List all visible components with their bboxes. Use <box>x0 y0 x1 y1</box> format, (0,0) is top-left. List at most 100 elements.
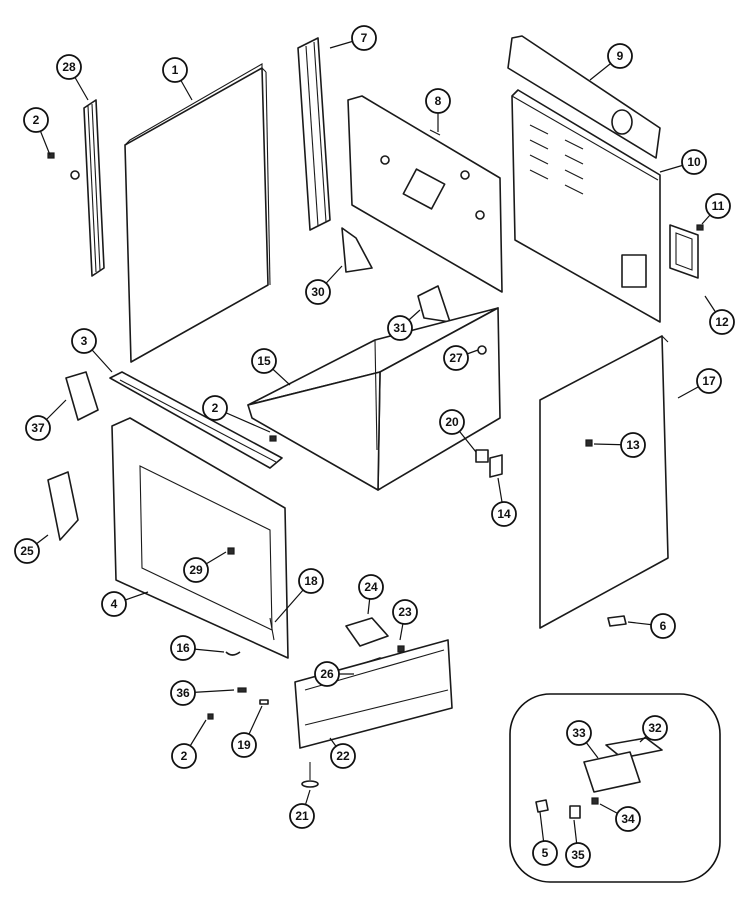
callout-label: 34 <box>621 812 635 826</box>
callout-label: 6 <box>660 619 667 633</box>
callout-23: 23 <box>392 599 418 625</box>
callout-circle <box>351 25 377 51</box>
callout-32: 32 <box>642 715 668 741</box>
callout-label: 10 <box>687 155 701 169</box>
inset-frame <box>509 693 721 883</box>
callout-circle <box>71 328 97 354</box>
part-bracket-14 <box>489 454 503 478</box>
callout-6: 6 <box>650 613 676 639</box>
part-screw <box>696 224 704 231</box>
callout-label: 24 <box>364 580 378 594</box>
part-bracket-30 <box>341 227 373 273</box>
part-screw <box>227 547 235 555</box>
callout-label: 37 <box>31 421 45 435</box>
part-screw <box>207 713 214 720</box>
callout-4: 4 <box>101 591 127 617</box>
callout-circle <box>709 309 735 335</box>
callout-37: 37 <box>25 415 51 441</box>
part-screw <box>397 645 405 653</box>
part-screw <box>585 439 593 447</box>
callout-24: 24 <box>358 574 384 600</box>
callout-circle <box>305 279 331 305</box>
part-square-plate <box>669 224 699 279</box>
callout-label: 5 <box>542 846 549 860</box>
part-screw <box>269 435 277 442</box>
part-pin-18 <box>269 617 275 641</box>
callout-label: 7 <box>361 31 368 45</box>
part-block-33 <box>583 751 641 793</box>
callout-circle <box>101 591 127 617</box>
part-side-panel-right <box>539 335 669 629</box>
part-oven-box <box>247 307 501 491</box>
callout-34: 34 <box>615 806 641 832</box>
callout-label: 20 <box>445 415 459 429</box>
callout-1: 1 <box>162 57 188 83</box>
callout-circle <box>23 107 49 133</box>
callout-circle <box>443 345 469 371</box>
callout-label: 27 <box>449 351 463 365</box>
part-clip-35 <box>569 805 581 819</box>
callout-circle <box>202 395 228 421</box>
callout-circle <box>681 149 707 175</box>
callout-label: 14 <box>497 507 511 521</box>
part-rear-panel <box>347 95 503 293</box>
callout-16: 16 <box>170 635 196 661</box>
callout-label: 12 <box>715 315 729 329</box>
callout-label: 28 <box>62 60 76 74</box>
callout-label: 2 <box>212 401 219 415</box>
part-trim-strip <box>83 99 105 277</box>
callout-26: 26 <box>314 661 340 687</box>
callout-27: 27 <box>443 345 469 371</box>
callout-label: 2 <box>33 113 40 127</box>
callout-label: 25 <box>20 544 34 558</box>
callout-17: 17 <box>696 368 722 394</box>
part-bracket-37 <box>65 371 99 421</box>
callout-circle <box>491 501 517 527</box>
callout-label: 1 <box>172 63 179 77</box>
callout-label: 16 <box>176 641 190 655</box>
callout-circle <box>298 568 324 594</box>
callout-circle <box>314 661 340 687</box>
callout-label: 15 <box>257 354 271 368</box>
part-bar-32 <box>605 737 663 759</box>
callout-circle <box>650 613 676 639</box>
callout-circle <box>251 348 277 374</box>
callout-21: 21 <box>289 803 315 829</box>
callout-label: 11 <box>712 199 725 213</box>
callout-circle <box>565 842 591 868</box>
callout-11: 11 <box>705 193 731 219</box>
callout-label: 26 <box>320 667 334 681</box>
callout-2: 2 <box>202 395 228 421</box>
callout-circle <box>387 315 413 341</box>
callout-13: 13 <box>620 432 646 458</box>
part-nut <box>535 799 549 813</box>
callout-circle <box>392 599 418 625</box>
callout-circle <box>615 806 641 832</box>
callout-label: 21 <box>295 809 309 823</box>
callout-label: 13 <box>626 438 640 452</box>
callout-label: 35 <box>571 848 585 862</box>
vent-slots <box>529 124 584 195</box>
part-top-strip <box>507 35 661 159</box>
callout-9: 9 <box>607 43 633 69</box>
callout-2: 2 <box>23 107 49 133</box>
part-clip-27 <box>477 345 487 355</box>
callout-label: 29 <box>189 563 203 577</box>
part-bracket-24 <box>345 617 389 647</box>
callout-22: 22 <box>330 743 356 769</box>
callout-3: 3 <box>71 328 97 354</box>
callout-36: 36 <box>170 680 196 706</box>
callout-label: 33 <box>572 726 586 740</box>
callout-14: 14 <box>491 501 517 527</box>
callout-circle <box>358 574 384 600</box>
callout-label: 19 <box>237 738 251 752</box>
callout-label: 2 <box>181 749 188 763</box>
part-nut <box>70 170 80 180</box>
part-leveling-leg <box>301 762 319 788</box>
callout-2: 2 <box>171 743 197 769</box>
callout-label: 36 <box>176 686 190 700</box>
callout-35: 35 <box>565 842 591 868</box>
part-pin-19 <box>259 699 269 705</box>
callout-circle <box>162 57 188 83</box>
callout-circle <box>696 368 722 394</box>
